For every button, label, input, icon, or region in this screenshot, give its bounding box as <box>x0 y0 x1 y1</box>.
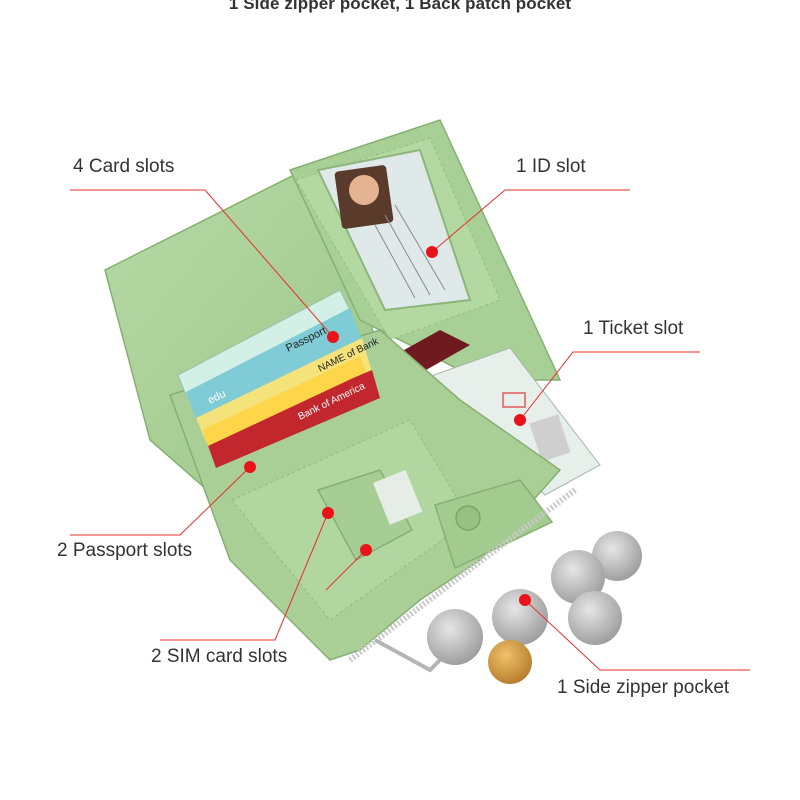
callout-id-slot: 1 ID slot <box>516 156 586 177</box>
zipper-pocket-dot <box>519 594 531 606</box>
ticket-slot-dot <box>514 414 526 426</box>
callout-side-zipper-pocket: 1 Side zipper pocket <box>557 677 730 698</box>
top-caption: 1 Side zipper pocket, 1 Back patch pocke… <box>228 0 572 13</box>
ticket <box>419 347 601 496</box>
callout-dots <box>244 246 531 606</box>
callout-sim-card-slots: 2 SIM card slots <box>151 646 288 667</box>
snap-strap <box>434 479 554 570</box>
ticket-slot-line <box>519 351 700 421</box>
passport-slots-line <box>70 466 251 536</box>
card-slots-dot <box>327 331 339 343</box>
id-card-window <box>316 148 472 312</box>
coins <box>427 531 642 684</box>
passport-slots-dot <box>244 461 256 473</box>
sim-slots-line-2 <box>325 549 367 591</box>
callout-card-slots: 4 Card slots <box>73 156 175 177</box>
id-slot-dot <box>426 246 438 258</box>
sim-card-slots <box>316 469 423 562</box>
sim-slots-line-1 <box>160 512 329 641</box>
callout-ticket-slot: 1 Ticket slot <box>583 318 684 339</box>
id-slot-line <box>431 189 630 253</box>
zipper-pocket-line <box>524 599 750 671</box>
callout-lines <box>70 189 750 671</box>
sim-slot-dot-1 <box>322 507 334 519</box>
callout-passport-slots: 2 Passport slots <box>57 540 193 561</box>
sim-slot-dot-2 <box>360 544 372 556</box>
zipper <box>348 487 577 663</box>
card-slots-line <box>70 189 334 338</box>
